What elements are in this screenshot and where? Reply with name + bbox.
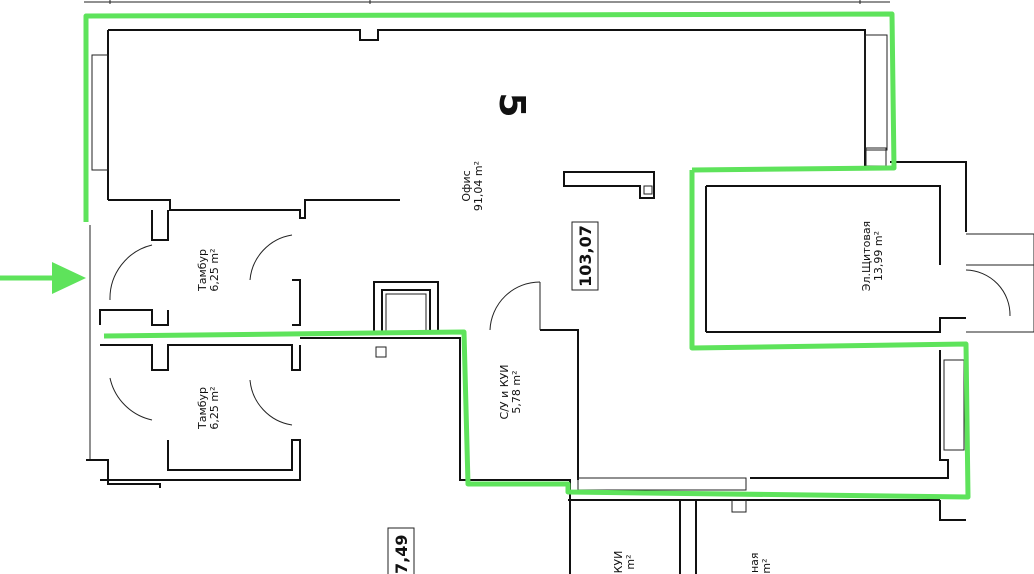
svg-text:m²: m² (624, 554, 637, 569)
office-walls (91, 29, 890, 219)
svg-text:7,49: 7,49 (392, 535, 411, 574)
svg-text:13,99 m²: 13,99 m² (872, 231, 885, 281)
office-column (563, 171, 655, 199)
room-label-wc: С/У и КУИ 5,78 m² (498, 365, 523, 420)
svg-text:5,78 m²: 5,78 m² (510, 370, 523, 413)
room-label-cut: чная m² (748, 552, 773, 574)
svg-text:чная: чная (748, 552, 761, 574)
svg-text:103,07: 103,07 (576, 225, 595, 287)
room-label-vestibule-1: Тамбур 6,25 m² (196, 248, 221, 292)
wc-walls (300, 281, 747, 574)
unit-area-main: 103,07 (571, 221, 599, 291)
unit-area-lower: 7,49 (387, 527, 415, 574)
room-label-office: Офис 91,04 m² (460, 161, 485, 211)
room-label-vestibule-2: Тамбур 6,25 m² (196, 386, 221, 430)
svg-text:С/У и КУИ: С/У и КУИ (498, 365, 511, 420)
electrical-room-walls (705, 161, 1034, 333)
svg-text:Офис: Офис (460, 170, 473, 201)
entrance-arrow-icon (0, 262, 86, 294)
svg-text:6,25 m²: 6,25 m² (208, 386, 221, 429)
room-label-electrical: Эл.Щитовая 13,99 m² (860, 221, 885, 291)
office-highlight (83, 11, 897, 222)
svg-text:m²: m² (760, 558, 773, 573)
svg-text:КУИ: КУИ (612, 551, 625, 574)
svg-text:Тамбур: Тамбур (196, 387, 209, 430)
svg-text:91,04 m²: 91,04 m² (472, 161, 485, 211)
svg-text:6,25 m²: 6,25 m² (208, 248, 221, 291)
vestibule-block (86, 210, 301, 488)
right-lower-walls (568, 350, 966, 574)
top-frame (84, 0, 890, 4)
room-label-wc-cut: КУИ m² (612, 551, 637, 574)
svg-text:Тамбур: Тамбур (196, 249, 209, 292)
section-number: 5 (491, 92, 532, 117)
highlight-outlines (83, 11, 971, 500)
shaft (373, 281, 439, 358)
electrical-highlight (103, 170, 971, 500)
svg-text:Эл.Щитовая: Эл.Щитовая (860, 221, 873, 291)
